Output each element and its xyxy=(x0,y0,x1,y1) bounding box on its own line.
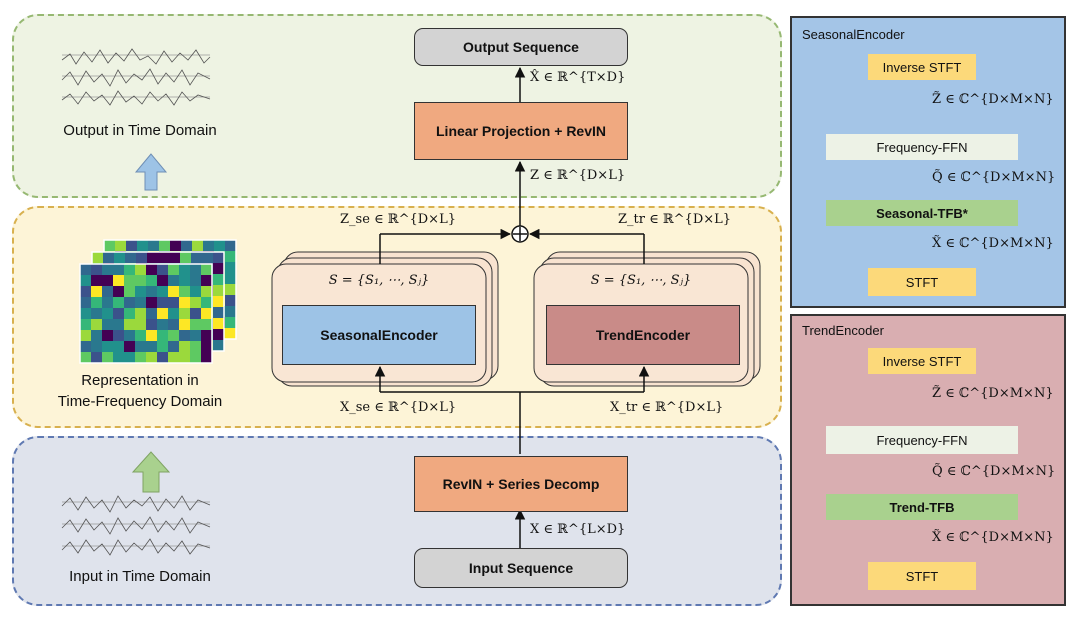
output-wave-icon xyxy=(61,48,211,106)
seasonal-set-label: S = {S₁, ⋯, Sⱼ} xyxy=(328,273,430,288)
linear-projection-box: Linear Projection + RevIN xyxy=(414,102,628,160)
up-arrow-icon xyxy=(134,153,168,191)
x-tr-label: X_tr ∈ ℝ^{D×L} xyxy=(610,400,724,415)
x-se-label: X_se ∈ ℝ^{D×L} xyxy=(340,400,457,415)
x-input-label: X ∈ ℝ^{L×D} xyxy=(530,522,626,537)
seasonal-encoder-box: SeasonalEncoder xyxy=(282,305,476,365)
z-se-label: Z_se ∈ ℝ^{D×L} xyxy=(340,212,456,227)
trend-tfb-box: Trend-TFB xyxy=(826,494,1018,520)
up-arrow-icon xyxy=(131,451,171,493)
seasonal-frequency-ffn-box: Frequency-FFN xyxy=(826,134,1018,160)
trend-panel-title: TrendEncoder xyxy=(802,323,884,338)
seasonal-panel-title: SeasonalEncoder xyxy=(802,27,905,42)
input-wave-icon xyxy=(61,495,211,556)
trend-inverse-stft-box: Inverse STFT xyxy=(868,348,976,374)
input-domain-label: Input in Time Domain xyxy=(69,568,211,585)
trend-z-tilde-label: Z̃ ∈ ℂ^{D×M×N} xyxy=(932,386,1054,401)
seasonal-q-tilde-label: Q̃ ∈ ℂ^{D×M×N} xyxy=(932,170,1056,185)
heatmap-icon xyxy=(79,239,237,364)
representation-label-line2: Time-Frequency Domain xyxy=(57,393,223,410)
trend-q-tilde-label: Q̃ ∈ ℂ^{D×M×N} xyxy=(932,464,1056,479)
output-domain-label: Output in Time Domain xyxy=(63,122,217,139)
z-label: Z ∈ ℝ^{D×L} xyxy=(530,168,626,183)
seasonal-inverse-stft-box: Inverse STFT xyxy=(868,54,976,80)
output-sequence-box: Output Sequence xyxy=(414,28,628,66)
trend-set-label: S = {S₁, ⋯, Sⱼ} xyxy=(590,273,692,288)
trend-x-tilde-label: X̃ ∈ ℂ^{D×M×N} xyxy=(932,530,1054,545)
seasonal-tfb-box: Seasonal-TFB* xyxy=(826,200,1018,226)
trend-stft-box: STFT xyxy=(868,562,976,590)
seasonal-z-tilde-label: Z̃ ∈ ℂ^{D×M×N} xyxy=(932,92,1054,107)
input-sequence-box: Input Sequence xyxy=(414,548,628,588)
revin-decomp-box: RevIN + Series Decomp xyxy=(414,456,628,512)
seasonal-stft-box: STFT xyxy=(868,268,976,296)
trend-encoder-box: TrendEncoder xyxy=(546,305,740,365)
z-tr-label: Z_tr ∈ ℝ^{D×L} xyxy=(618,212,732,227)
trend-frequency-ffn-box: Frequency-FFN xyxy=(826,426,1018,454)
x-hat-output-label: X̂ ∈ ℝ^{T×D} xyxy=(530,70,626,85)
representation-label-line1: Representation in xyxy=(81,372,199,389)
seasonal-x-tilde-label: X̃ ∈ ℂ^{D×M×N} xyxy=(932,236,1054,251)
